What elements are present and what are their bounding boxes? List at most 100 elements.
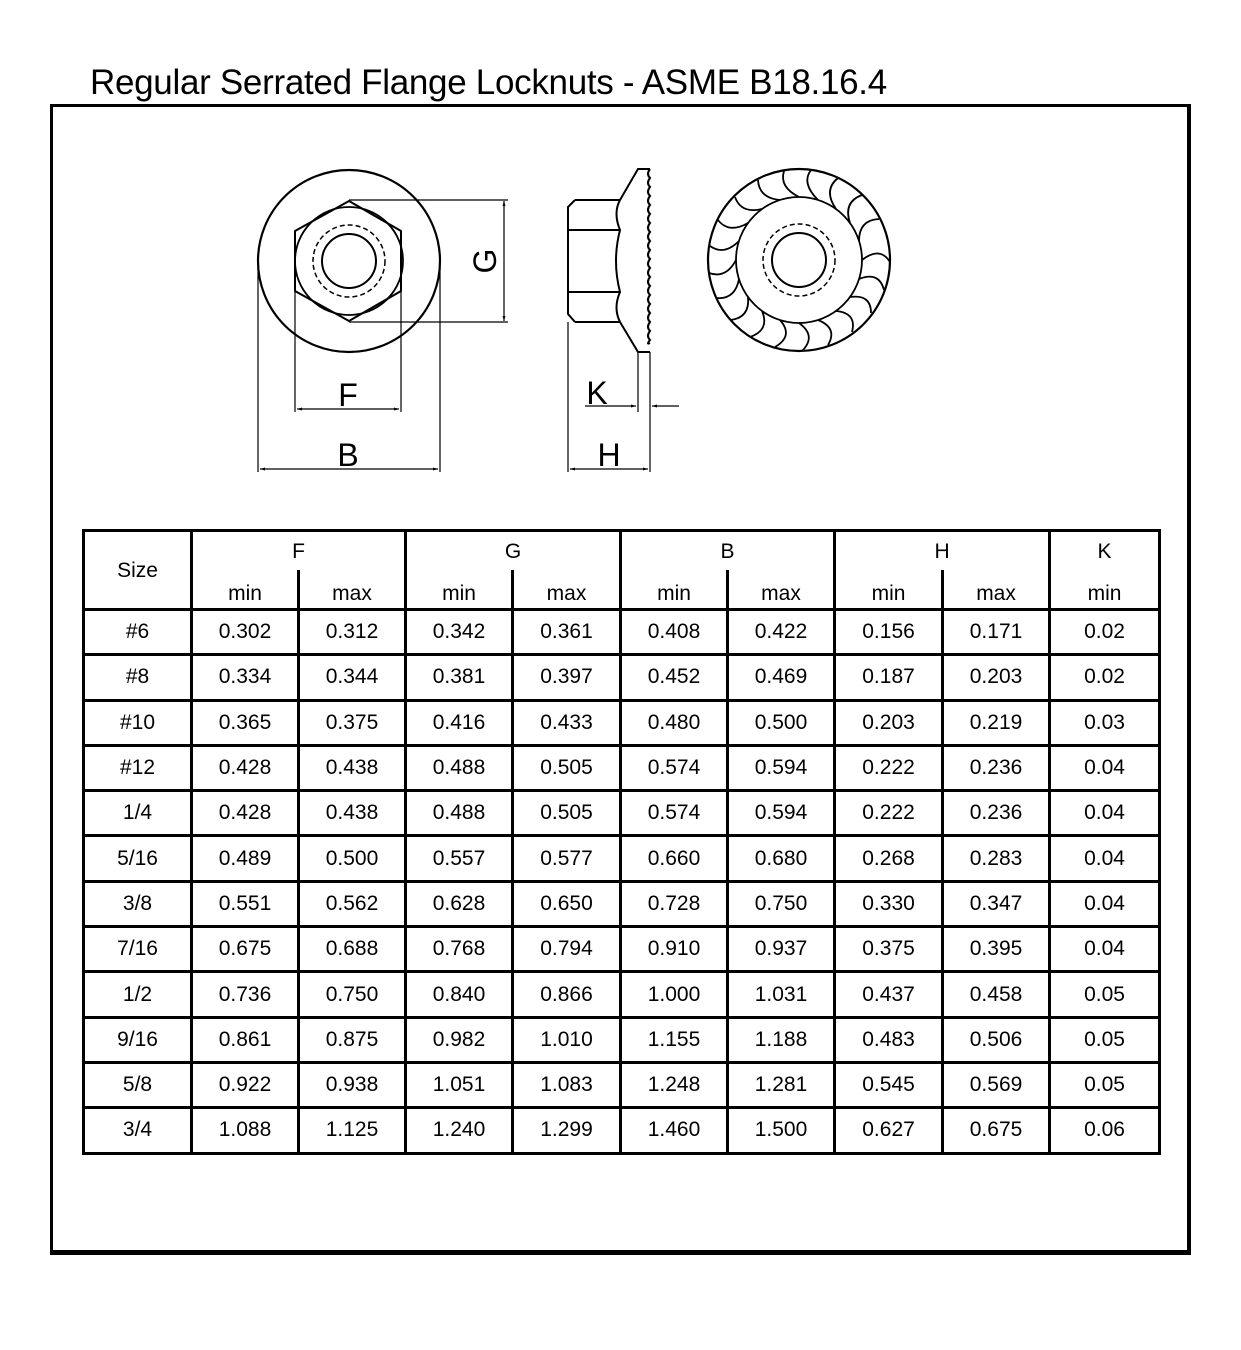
dim-label-F: F xyxy=(338,377,358,413)
cell-G-min: 0.840 xyxy=(404,970,515,1019)
cell-H-min: 0.483 xyxy=(833,1015,945,1064)
cell-G-max: 0.650 xyxy=(511,879,623,929)
cell-G-min: 0.768 xyxy=(404,925,515,974)
cell-size: #6 xyxy=(82,607,193,657)
cell-K-min: 0.04 xyxy=(1048,879,1162,929)
cell-B-max: 0.750 xyxy=(726,879,837,929)
cell-H-max: 0.236 xyxy=(941,743,1052,793)
cell-B-min: 1.155 xyxy=(619,1015,730,1064)
header-group-F: F xyxy=(189,529,408,570)
cell-G-max: 1.010 xyxy=(511,1015,623,1064)
header-row-minmax: min max min max min max min max min xyxy=(84,570,1162,611)
cell-G-max: 0.577 xyxy=(511,834,623,883)
cell-size: 7/16 xyxy=(82,925,193,974)
bottom-view-serrated xyxy=(706,167,892,353)
cell-H-min: 0.187 xyxy=(833,653,945,702)
technical-drawing: G F B K H xyxy=(256,167,892,473)
cell-H-max: 0.236 xyxy=(941,789,1052,838)
cell-K-min: 0.05 xyxy=(1048,1015,1162,1064)
cell-H-max: 0.203 xyxy=(941,653,1052,702)
cell-F-min: 0.489 xyxy=(190,834,300,883)
cell-H-max: 0.347 xyxy=(941,879,1052,929)
header-K-min: min xyxy=(1048,570,1162,611)
cell-F-min: 1.088 xyxy=(190,1106,300,1155)
cell-G-max: 0.505 xyxy=(511,743,623,793)
cell-H-min: 0.330 xyxy=(833,879,945,929)
cell-size: #12 xyxy=(82,743,193,793)
cell-size: 3/8 xyxy=(82,879,193,929)
cell-H-max: 0.569 xyxy=(941,1060,1052,1110)
cell-F-max: 0.688 xyxy=(296,925,408,974)
cell-G-min: 0.628 xyxy=(404,879,515,929)
cell-size: 5/8 xyxy=(82,1060,193,1110)
cell-F-min: 0.551 xyxy=(190,879,300,929)
cell-F-min: 0.302 xyxy=(190,607,300,657)
cell-K-min: 0.04 xyxy=(1048,743,1162,793)
cell-F-max: 0.375 xyxy=(296,698,408,747)
cell-G-min: 1.051 xyxy=(404,1060,515,1110)
cell-H-min: 0.627 xyxy=(833,1106,945,1155)
cell-size: 1/4 xyxy=(82,789,193,838)
header-F-min: min xyxy=(190,570,300,611)
cell-K-min: 0.03 xyxy=(1048,698,1162,747)
cell-H-max: 0.506 xyxy=(941,1015,1052,1064)
cell-size: #8 xyxy=(82,653,193,702)
cell-B-min: 0.574 xyxy=(619,789,730,838)
cell-B-min: 0.910 xyxy=(619,925,730,974)
dimensions-table: Size F G B H K min max min max min max m… xyxy=(82,529,1162,1155)
cell-G-max: 0.794 xyxy=(511,925,623,974)
header-B-min: min xyxy=(619,570,729,611)
cell-H-max: 0.171 xyxy=(941,607,1052,657)
cell-K-min: 0.05 xyxy=(1048,1060,1162,1110)
cell-B-max: 0.500 xyxy=(726,698,837,747)
cell-F-max: 0.438 xyxy=(296,743,408,793)
cell-F-min: 0.922 xyxy=(190,1060,300,1110)
cell-H-max: 0.283 xyxy=(941,834,1052,883)
cell-H-min: 0.222 xyxy=(833,789,945,838)
cell-H-max: 0.458 xyxy=(941,970,1052,1019)
cell-B-max: 1.281 xyxy=(726,1060,837,1110)
header-G-max: max xyxy=(511,570,623,611)
cell-H-min: 0.156 xyxy=(833,607,945,657)
cell-H-min: 0.437 xyxy=(833,970,945,1019)
cell-G-max: 0.361 xyxy=(511,607,623,657)
cell-H-min: 0.545 xyxy=(833,1060,945,1110)
cell-K-min: 0.04 xyxy=(1048,925,1162,974)
cell-B-min: 0.452 xyxy=(619,653,730,702)
cell-H-max: 0.395 xyxy=(941,925,1052,974)
cell-G-min: 0.488 xyxy=(404,743,515,793)
cell-F-max: 0.750 xyxy=(296,970,408,1019)
cell-F-min: 0.334 xyxy=(190,653,300,702)
cell-G-max: 0.433 xyxy=(511,698,623,747)
header-group-K: K xyxy=(1048,529,1162,570)
cell-B-max: 0.937 xyxy=(726,925,837,974)
cell-G-max: 1.083 xyxy=(511,1060,623,1110)
cell-B-max: 0.469 xyxy=(726,653,837,702)
cell-H-min: 0.268 xyxy=(833,834,945,883)
cell-F-min: 0.861 xyxy=(190,1015,300,1064)
cell-F-max: 0.344 xyxy=(296,653,408,702)
cell-B-max: 1.188 xyxy=(726,1015,837,1064)
header-F-max: max xyxy=(296,570,408,611)
cell-G-min: 0.982 xyxy=(404,1015,515,1064)
cell-B-max: 0.594 xyxy=(726,789,837,838)
cell-B-min: 0.480 xyxy=(619,698,730,747)
cell-size: #10 xyxy=(82,698,193,747)
cell-F-min: 0.365 xyxy=(190,698,300,747)
header-group-H: H xyxy=(833,529,1052,570)
cell-F-max: 0.938 xyxy=(296,1060,408,1110)
cell-F-min: 0.428 xyxy=(190,743,300,793)
header-G-min: min xyxy=(404,570,514,611)
header-group-G: G xyxy=(404,529,623,570)
cell-B-max: 0.594 xyxy=(726,743,837,793)
